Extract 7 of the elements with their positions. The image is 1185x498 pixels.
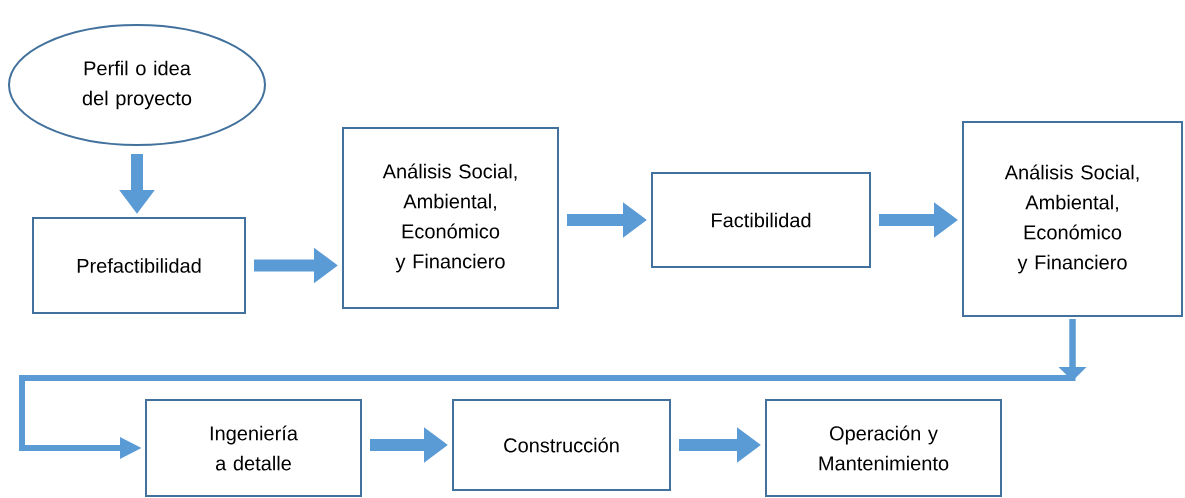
process-box: Construcción [452,399,671,491]
process-box: Análisis Social, Ambiental, Económico y Financiero [342,127,559,309]
process-box: Análisis Social, Ambiental, Económico y Financiero [962,121,1183,317]
process-box: Operación y Mantenimiento [765,399,1002,497]
process-box: Prefactibilidad [32,217,246,314]
process-box: Factibilidad [651,172,871,268]
process-box: Ingeniería a detalle [145,399,362,497]
